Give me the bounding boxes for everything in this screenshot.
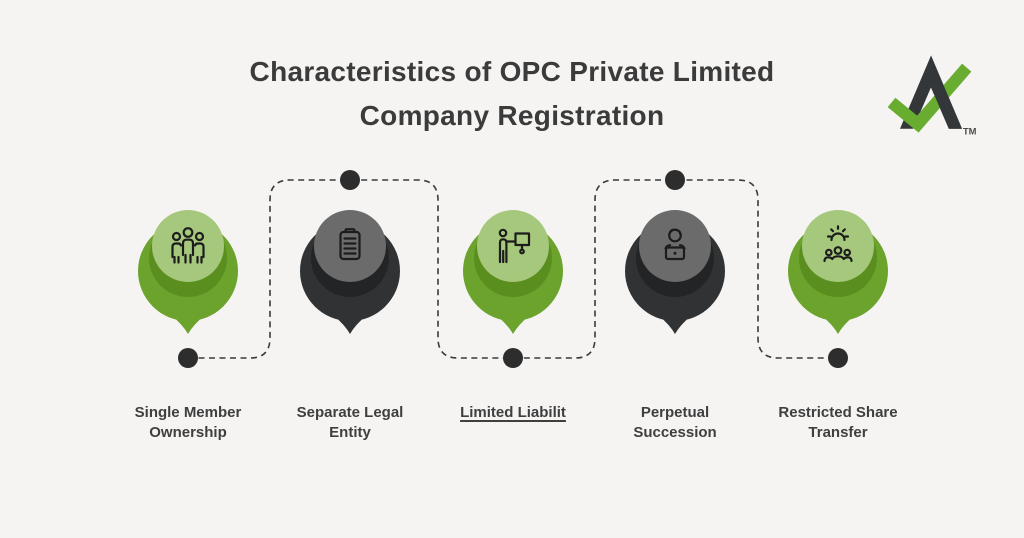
connector-dot bbox=[340, 170, 360, 190]
node-single-member-ownership bbox=[138, 210, 238, 334]
node-label: Limited Liabilit bbox=[423, 403, 603, 423]
pin-top bbox=[152, 210, 224, 282]
node-label: Separate Legal Entity bbox=[260, 403, 440, 443]
node-label-line: Limited Liabilit bbox=[460, 404, 566, 421]
node-label-line: Transfer bbox=[808, 424, 868, 441]
node-restricted-share-transfer bbox=[788, 210, 888, 334]
logo-tm-label: TM bbox=[963, 125, 977, 136]
node-label: Restricted Share Transfer bbox=[748, 403, 928, 443]
connector-dot bbox=[503, 348, 523, 368]
node-label-line: Entity bbox=[329, 424, 371, 441]
pin-tail bbox=[658, 315, 692, 334]
connector-dot bbox=[178, 348, 198, 368]
page-title-line1: Characteristics of OPC Private Limited bbox=[249, 56, 775, 87]
node-label-line: Separate Legal bbox=[296, 404, 404, 421]
people-icon bbox=[171, 227, 205, 264]
pin-tail bbox=[171, 315, 205, 334]
person-laptop-icon bbox=[664, 228, 686, 261]
node-perpetual-succession bbox=[625, 210, 725, 334]
logo-checkmark-icon bbox=[887, 63, 972, 133]
node-label-line: Ownership bbox=[149, 424, 227, 441]
presenter-icon bbox=[498, 228, 531, 264]
node-label-line: Restricted Share bbox=[778, 404, 898, 421]
pin-tail bbox=[496, 315, 530, 334]
pin-top bbox=[314, 210, 386, 282]
node-limited-liability bbox=[463, 210, 563, 334]
pin-top bbox=[477, 210, 549, 282]
node-separate-legal-entity bbox=[300, 210, 400, 334]
pin-top bbox=[802, 210, 874, 282]
page-title-line2: Company Registration bbox=[359, 100, 665, 131]
node-label: Perpetual Succession bbox=[585, 403, 765, 443]
connector-dot bbox=[665, 170, 685, 190]
node-label-line: Single Member bbox=[134, 404, 242, 421]
connector-dot bbox=[828, 348, 848, 368]
team-gear-icon bbox=[823, 225, 853, 263]
brand-logo: TM bbox=[887, 55, 977, 136]
clipboard-icon bbox=[339, 228, 361, 261]
page-title: Characteristics of OPC Private Limited C… bbox=[0, 50, 1024, 138]
logo-a-right-leg bbox=[931, 55, 963, 129]
pin-tail bbox=[333, 315, 367, 334]
node-label-line: Succession bbox=[633, 424, 717, 441]
pin-tail bbox=[821, 315, 855, 334]
node-label: Single Member Ownership bbox=[98, 403, 278, 443]
node-label-line: Perpetual bbox=[640, 404, 710, 421]
pin-top bbox=[639, 210, 711, 282]
